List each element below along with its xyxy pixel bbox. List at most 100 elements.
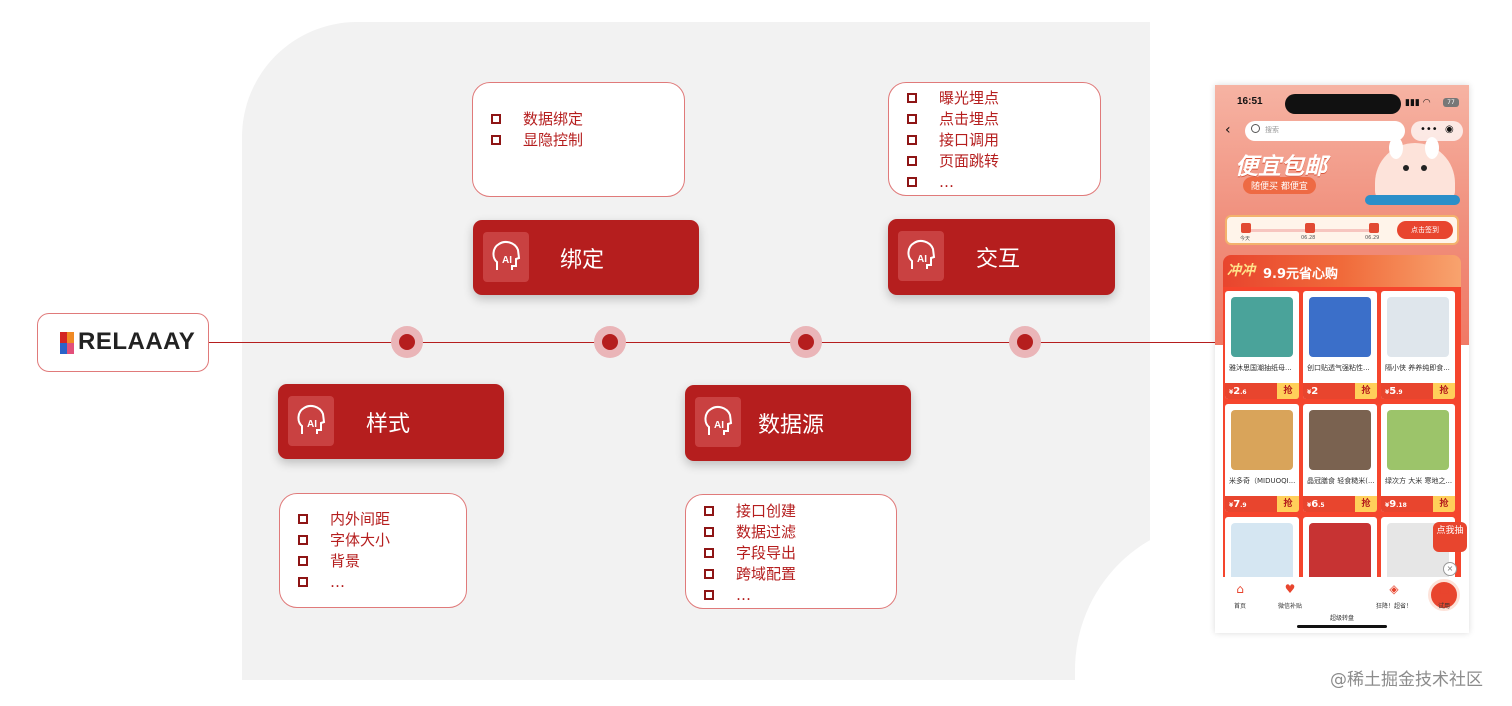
timeline-dot-1 (391, 326, 423, 358)
promo-banner: 冲冲 9.9元省心购 (1223, 255, 1461, 287)
ai-head-icon: AI (695, 397, 741, 447)
tab-wheel[interactable]: 超级转盘 (1317, 579, 1460, 622)
svg-text:AI: AI (307, 419, 317, 430)
ai-head-icon: AI (898, 231, 944, 281)
checkbox-icon (907, 92, 917, 103)
search-input[interactable]: 搜索 (1245, 121, 1405, 141)
product-name: 米多奇（MIDUOQI... (1229, 477, 1296, 485)
home-icon: ⌂ (1236, 582, 1244, 596)
product-name: 晶冠膳食 轻食糙米(... (1307, 477, 1375, 485)
tab-bar: ⌂首页 ♥微信补贴 超级转盘 ◈狂降！超省！ ▣试用 (1215, 577, 1469, 633)
product-card[interactable]: 绿次方 大米 寒地之... ¥9.18 抢 (1381, 404, 1455, 512)
list-item: 数据绑定 (491, 108, 583, 129)
more-icon[interactable]: ••• (1420, 124, 1438, 135)
list-item: 点击埋点 (907, 108, 999, 129)
checkbox-icon (298, 576, 308, 587)
price-bar: ¥2 抢 (1303, 383, 1377, 399)
tab-subsidy[interactable]: ♥微信补贴 (1277, 582, 1302, 610)
checkbox-icon (298, 555, 308, 566)
brand-slogan: 随便买 都便宜 (1243, 177, 1316, 194)
close-target-icon[interactable]: ◉ (1445, 124, 1454, 135)
product-image (1309, 297, 1371, 357)
grab-button[interactable]: 抢 (1277, 496, 1299, 512)
checkbox-icon (704, 547, 714, 558)
price-bar: ¥9.18 抢 (1381, 496, 1455, 512)
list-item: 跨域配置 (704, 563, 796, 584)
ai-head-icon: AI (483, 232, 529, 282)
checkin-day-icon (1305, 223, 1315, 233)
list-style: 内外间距 字体大小 背景 … (279, 493, 467, 608)
checkin-button[interactable]: 点击签到 (1397, 221, 1453, 239)
checkin-bar: 今天 06.28 06.29 点击签到 (1225, 215, 1459, 245)
timeline-dot-4 (1009, 326, 1041, 358)
tab-trial[interactable]: ▣试用 (1437, 582, 1450, 610)
phone-screenshot: 16:51 ▮▮▮ ◠ 77 ‹ 搜索 ••• ◉ 便宜包邮 随便买 都便宜 今… (1215, 85, 1469, 633)
list-item: 接口创建 (704, 500, 796, 521)
grab-button[interactable]: 抢 (1433, 496, 1455, 512)
product-image (1231, 523, 1293, 577)
grab-button[interactable]: 抢 (1355, 496, 1377, 512)
checkbox-icon (491, 134, 501, 145)
product-price: ¥7.9 (1229, 499, 1247, 510)
product-image (1387, 297, 1449, 357)
list-item: 页面跳转 (907, 150, 999, 171)
checkin-day-icon (1369, 223, 1379, 233)
list-item: 内外间距 (298, 508, 390, 529)
bag-icon: ◈ (1389, 582, 1399, 596)
checkbox-icon (298, 534, 308, 545)
brand-title: 便宜包邮 (1235, 154, 1327, 180)
grab-button[interactable]: 抢 (1277, 383, 1299, 399)
list-item: … (907, 171, 999, 192)
product-card[interactable] (1225, 517, 1299, 577)
checkbox-icon (704, 568, 714, 579)
logo-mark-icon (60, 332, 74, 354)
product-card[interactable] (1303, 517, 1377, 577)
logo-text: RELAAAY (78, 328, 196, 355)
tab-price-drop[interactable]: ◈狂降！超省！ (1375, 582, 1412, 610)
checkbox-icon (704, 505, 714, 516)
product-name: 绿次方 大米 寒地之... (1385, 477, 1453, 485)
node-interaction: AI 交互 (888, 219, 1115, 295)
grab-button[interactable]: 抢 (1433, 383, 1455, 399)
dynamic-island (1285, 94, 1401, 114)
product-image (1309, 523, 1371, 577)
close-icon[interactable]: × (1443, 562, 1457, 576)
miniapp-capsule[interactable]: ••• ◉ (1411, 121, 1463, 141)
node-label: 样式 (366, 412, 411, 437)
lottery-float-button[interactable]: 点我抽 (1433, 522, 1467, 552)
node-style: AI 样式 (278, 384, 504, 459)
node-label: 绑定 (560, 248, 605, 273)
back-icon[interactable]: ‹ (1225, 122, 1231, 138)
product-card[interactable]: 米多奇（MIDUOQI... ¥7.9 抢 (1225, 404, 1299, 512)
product-price: ¥9.18 (1385, 499, 1407, 510)
svg-text:AI: AI (917, 254, 927, 265)
mascot-image (1375, 137, 1455, 201)
tab-home[interactable]: ⌂首页 (1233, 582, 1246, 610)
product-price: ¥2 (1307, 386, 1319, 397)
list-item: 曝光埋点 (907, 87, 999, 108)
timeline-dot-3 (790, 326, 822, 358)
list-item: 显隐控制 (491, 129, 583, 150)
list-item: 接口调用 (907, 129, 999, 150)
list-item: 字体大小 (298, 529, 390, 550)
product-image (1231, 297, 1293, 357)
gift-icon: ▣ (1438, 582, 1450, 596)
product-name: 雅沐思国潮抽纸母... (1229, 364, 1292, 372)
checkbox-icon (491, 113, 501, 124)
node-label: 数据源 (758, 413, 825, 438)
grab-button[interactable]: 抢 (1355, 383, 1377, 399)
checkbox-icon (704, 526, 714, 537)
product-image (1309, 410, 1371, 470)
list-item: … (298, 571, 390, 592)
status-time: 16:51 (1237, 96, 1263, 107)
product-image (1387, 410, 1449, 470)
checkbox-icon (907, 155, 917, 166)
checkbox-icon (907, 176, 917, 187)
